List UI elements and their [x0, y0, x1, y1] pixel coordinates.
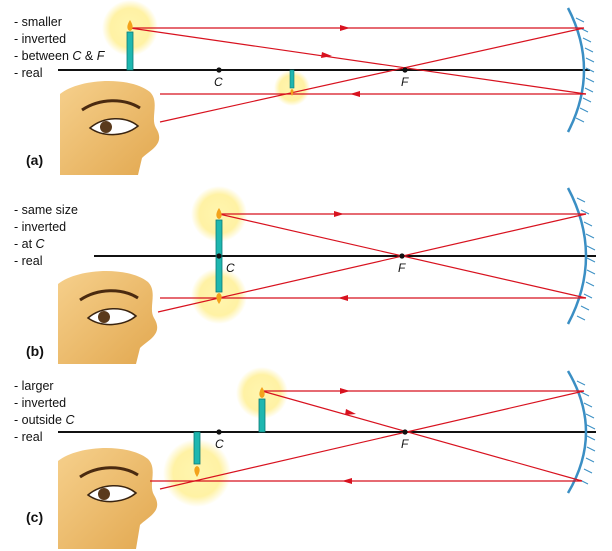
iris-icon — [98, 488, 110, 500]
point-c-label: C — [214, 75, 223, 89]
note-location: - outside C — [14, 413, 75, 427]
panel-c-label: (c) — [26, 509, 44, 525]
point-c-marker — [216, 429, 222, 435]
note-orientation: - inverted — [14, 396, 67, 410]
ray-diagram-a: C F — [58, 0, 595, 175]
rays — [129, 27, 587, 123]
point-c-marker — [216, 67, 222, 73]
point-f-marker — [402, 67, 408, 73]
point-c-label: C — [226, 261, 235, 275]
panel-b-label: (b) — [26, 343, 44, 359]
note-size: - same size — [14, 203, 78, 217]
note-orientation: - inverted — [14, 32, 67, 46]
image-flame-icon — [194, 466, 200, 477]
eyebrow-icon — [79, 466, 139, 479]
note-size: - larger — [14, 379, 54, 393]
note-type: - real — [14, 254, 43, 268]
ray-arrows — [340, 388, 356, 484]
concave-mirror — [566, 187, 588, 325]
panel-b-notes: - same size - inverted - at C - real — [14, 202, 78, 270]
iris-icon — [98, 311, 110, 323]
image-flame-icon — [290, 89, 294, 96]
note-type: - real — [14, 430, 43, 444]
ray-diagram-b: C F — [58, 186, 596, 364]
object-candle — [215, 219, 223, 257]
mirror-hatch — [576, 380, 596, 485]
panel-a: - smaller - inverted - between C & F - r… — [0, 0, 612, 180]
point-f-marker — [402, 429, 408, 435]
concave-mirror — [566, 7, 586, 133]
note-orientation: - inverted — [14, 220, 67, 234]
object-flame-icon — [127, 20, 133, 31]
note-type: - real — [14, 66, 43, 80]
point-f-label: F — [401, 437, 409, 451]
panel-c-notes: - larger - inverted - outside C - real — [14, 378, 74, 446]
object-flame-icon — [259, 387, 265, 398]
point-f-label: F — [401, 75, 409, 89]
object-flame-icon — [216, 208, 222, 219]
point-c-label: C — [215, 437, 224, 451]
image-candle — [215, 255, 223, 293]
eyebrow-icon — [81, 99, 141, 112]
point-f-label: F — [398, 261, 406, 275]
image-candle — [193, 431, 201, 465]
object-candle — [126, 31, 134, 71]
note-location: - at C — [14, 237, 45, 251]
panel-b: - same size - inverted - at C - real — [0, 180, 612, 365]
object-candle — [258, 398, 266, 433]
point-c-marker — [216, 253, 222, 259]
mirror-hatch — [576, 197, 596, 321]
image-candle — [289, 69, 295, 89]
rays — [150, 390, 585, 490]
iris-icon — [100, 121, 112, 133]
panel-a-notes: - smaller - inverted - between C & F - r… — [14, 14, 104, 82]
note-size: - smaller — [14, 15, 62, 29]
image-flame-icon — [216, 293, 222, 304]
ray-arrows — [321, 25, 360, 97]
eyebrow-icon — [79, 289, 139, 302]
note-location: - between C & F — [14, 49, 105, 63]
panel-a-label: (a) — [26, 152, 44, 168]
panel-c: - larger - inverted - outside C - real — [0, 365, 612, 551]
point-f-marker — [399, 253, 405, 259]
ray-diagram-c: C F — [58, 367, 596, 549]
ray-arrows — [334, 211, 348, 301]
mirror-hatch — [575, 17, 595, 123]
